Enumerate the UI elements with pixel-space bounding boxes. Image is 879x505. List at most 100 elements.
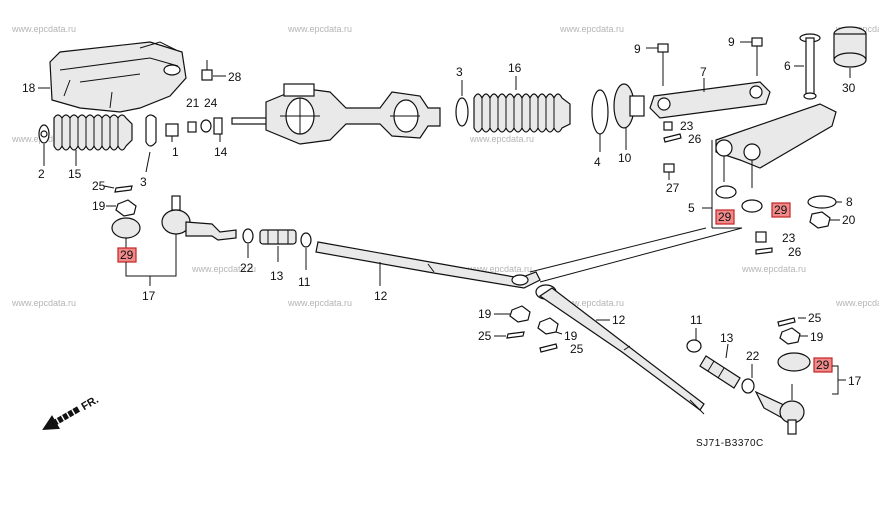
part-label-17-left[interactable]: 17 [142,289,156,303]
part-label-11-right[interactable]: 11 [690,313,703,327]
part-label-19-center-a[interactable]: 19 [478,307,492,321]
watermark: www.epcdata.ru [835,298,879,308]
part-23-nut-top [663,121,673,131]
watermark: www.epcdata.ru [559,24,624,34]
part-label-1[interactable]: 1 [172,145,179,159]
part-12-tie-rod-right [535,284,705,415]
part-label-29-highlight [715,209,735,225]
watermark: www.epcdata.ru [467,264,532,274]
part-label-14[interactable]: 14 [214,145,228,159]
part-label-8[interactable]: 8 [846,195,853,209]
watermark: www.epcdata.ru [469,134,534,144]
part-label-29-idler-right[interactable]: 29 [774,203,788,217]
part-label-4[interactable]: 4 [594,155,601,169]
part-4-ring [591,89,609,135]
part-9-bolt-left [657,43,669,86]
part-label-24[interactable]: 24 [204,96,218,110]
part-label-29-idler-left[interactable]: 29 [718,210,732,224]
part-label-19-right[interactable]: 19 [810,330,824,344]
part-label-13-left[interactable]: 13 [270,269,284,283]
watermark: www.epcdata.ru [11,24,76,34]
part-11-nut-right [686,339,702,353]
part-15-boot [53,114,133,151]
part-label-28[interactable]: 28 [228,70,242,84]
part-label-5[interactable]: 5 [688,201,695,215]
part-label-11-left[interactable]: 11 [298,275,311,289]
watermark: www.epcdata.ru [11,298,76,308]
part-label-3-center[interactable]: 3 [456,65,463,79]
part-25-pin-center-a [506,331,525,339]
part-10-bushing [613,83,645,129]
part-label-23-lower[interactable]: 23 [782,231,796,245]
part-12-center-link [315,241,541,289]
part-label-20[interactable]: 20 [842,213,856,227]
diagram-code: SJ71-B3370C [696,438,764,449]
part-11-nut-left [300,232,312,248]
part-5-idler-arm [715,103,837,188]
part-19-nut-center-b [537,317,559,335]
part-19-nut-left [115,199,137,217]
part-17-tie-rod-end-right [754,384,805,435]
part-label-19-center-b[interactable]: 19 [564,329,578,343]
part-label-13-right[interactable]: 13 [720,331,734,345]
part-label-21[interactable]: 21 [186,96,200,110]
part-label-25-left[interactable]: 25 [92,179,106,193]
part-label-22-right[interactable]: 22 [746,349,760,363]
part-22-nut-left [242,228,254,244]
part-25-pin-right [777,317,796,327]
part-label-15[interactable]: 15 [68,167,82,181]
part-28-bolt [201,60,226,81]
part-label-2[interactable]: 2 [38,167,45,181]
part-29-boot-left [111,217,141,239]
part-label-10[interactable]: 10 [618,151,632,165]
part-16-boot [473,93,571,133]
steering-rack [231,83,441,145]
part-1-nut [165,123,179,142]
part-6-pin [799,33,821,100]
watermark: www.epcdata.ru [741,264,806,274]
part-label-25-right[interactable]: 25 [808,311,822,325]
part-label-25-center-b[interactable]: 25 [570,342,584,356]
part-label-19-left[interactable]: 19 [92,199,106,213]
part-25-pin-left [114,185,133,193]
part-22-nut-right [741,378,755,394]
part-label-29-left[interactable]: 29 [120,248,134,262]
part-label-26-top[interactable]: 26 [688,132,702,146]
part-label-27[interactable]: 27 [666,181,680,195]
part-label-25-center-a[interactable]: 25 [478,329,492,343]
part-17-tie-rod-end-left [161,195,237,242]
part-label-16[interactable]: 16 [508,61,522,75]
part-label-23-top[interactable]: 23 [680,119,694,133]
part-label-29-highlight [813,357,833,373]
part-25-pin-center-b [539,343,558,353]
part-label-6[interactable]: 6 [784,59,791,73]
part-label-17-right[interactable]: 17 [848,374,862,388]
part-23-nut-lower [755,231,767,243]
part-label-12-right[interactable]: 12 [612,313,626,327]
part-label-12-center[interactable]: 12 [374,289,388,303]
part-9-bolt-right [751,37,763,76]
part-label-29-highlight [771,202,791,218]
watermark: www.epcdata.ru [559,298,624,308]
part-label-30[interactable]: 30 [842,81,856,95]
part-26-pin-top [663,133,682,143]
part-20-nut [809,211,831,229]
part-19-nut-center-a [509,305,531,323]
part-label-9-left[interactable]: 9 [634,42,641,56]
front-direction-arrow: FR. [42,394,101,430]
part-label-3-left[interactable]: 3 [140,175,147,189]
part-8-washer [807,195,837,209]
part-3-clamp [145,114,157,147]
part-label-29-right[interactable]: 29 [816,358,830,372]
part-label-9-right[interactable]: 9 [728,35,735,49]
part-label-18[interactable]: 18 [22,81,36,95]
part-label-22-left[interactable]: 22 [240,261,254,275]
watermark: www.epcdata.ru [287,298,352,308]
front-label: FR. [79,394,100,413]
watermark: www.epcdata.ru [191,264,256,274]
part-13-adjuster-right [699,355,741,389]
part-label-7[interactable]: 7 [700,65,707,79]
part-label-26-lower[interactable]: 26 [788,245,802,259]
part-19-nut-right [779,327,801,345]
